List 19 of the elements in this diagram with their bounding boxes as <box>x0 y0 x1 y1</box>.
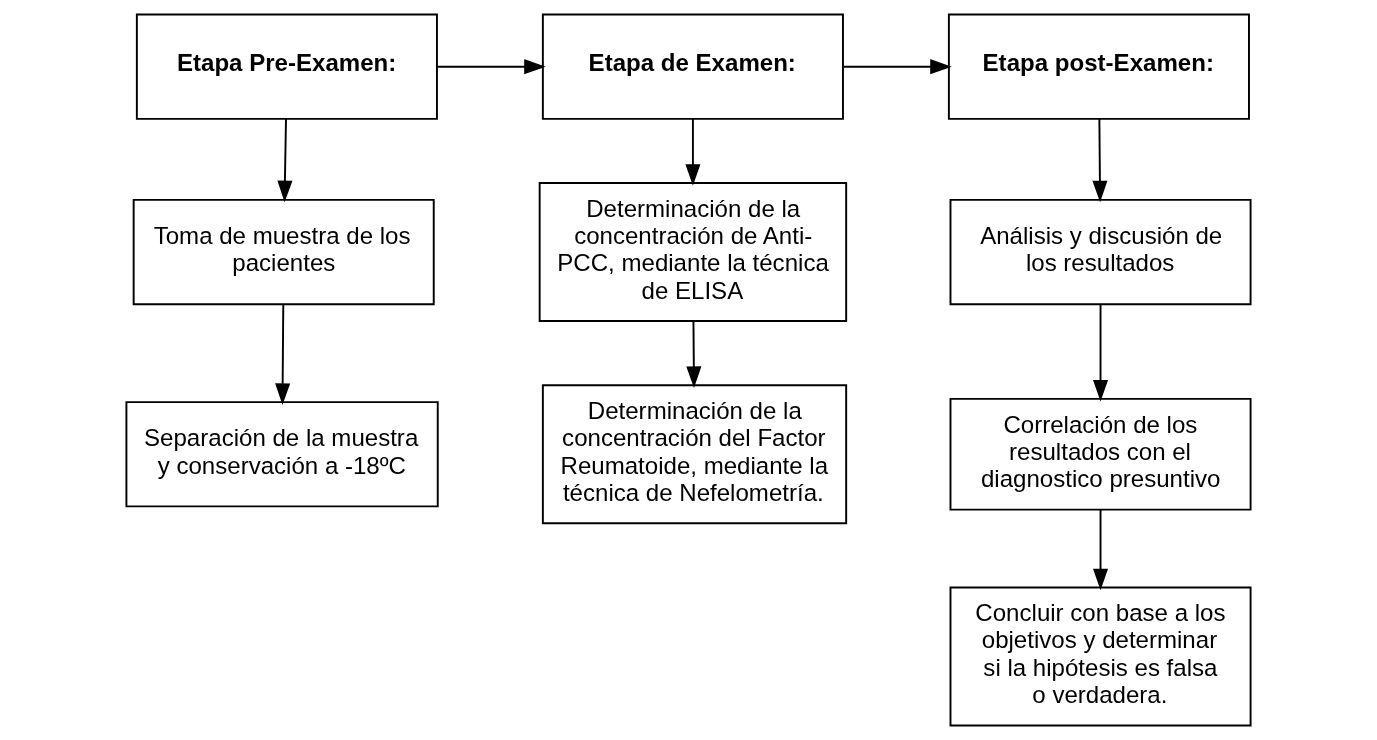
arrow <box>685 118 701 186</box>
node-box: Toma de muestra de los pacientes <box>132 198 435 306</box>
node-box: Determinación de la concentración del Factor Reumatoide, mediante la técnica de Nefelometría. <box>541 384 848 525</box>
arrow <box>275 303 291 405</box>
node-box: Correlación de los resultados con el diagnostico presuntivo <box>949 397 1252 511</box>
arrow <box>1093 303 1109 402</box>
node-box: Etapa Pre-Examen: <box>135 13 438 120</box>
node-box: Concluir con base a los objetivos y determinar si la hipótesis es falsa o verdadera. <box>949 586 1252 727</box>
node-box: Análisis y discusión de los resultados <box>949 198 1252 306</box>
arrow <box>436 59 546 75</box>
node-box: Determinación de la concentración de Anti-PCC, mediante la técnica de ELISA <box>538 182 848 322</box>
arrow <box>842 59 952 75</box>
node-box: Etapa de Examen: <box>541 13 844 120</box>
arrow <box>1092 118 1108 203</box>
arrow <box>686 320 702 388</box>
arrow <box>1093 508 1109 591</box>
arrow <box>277 118 293 203</box>
node-box: Etapa post-Examen: <box>947 13 1250 120</box>
node-box: Separación de la muestra y conservación a -18ºC <box>125 401 439 508</box>
